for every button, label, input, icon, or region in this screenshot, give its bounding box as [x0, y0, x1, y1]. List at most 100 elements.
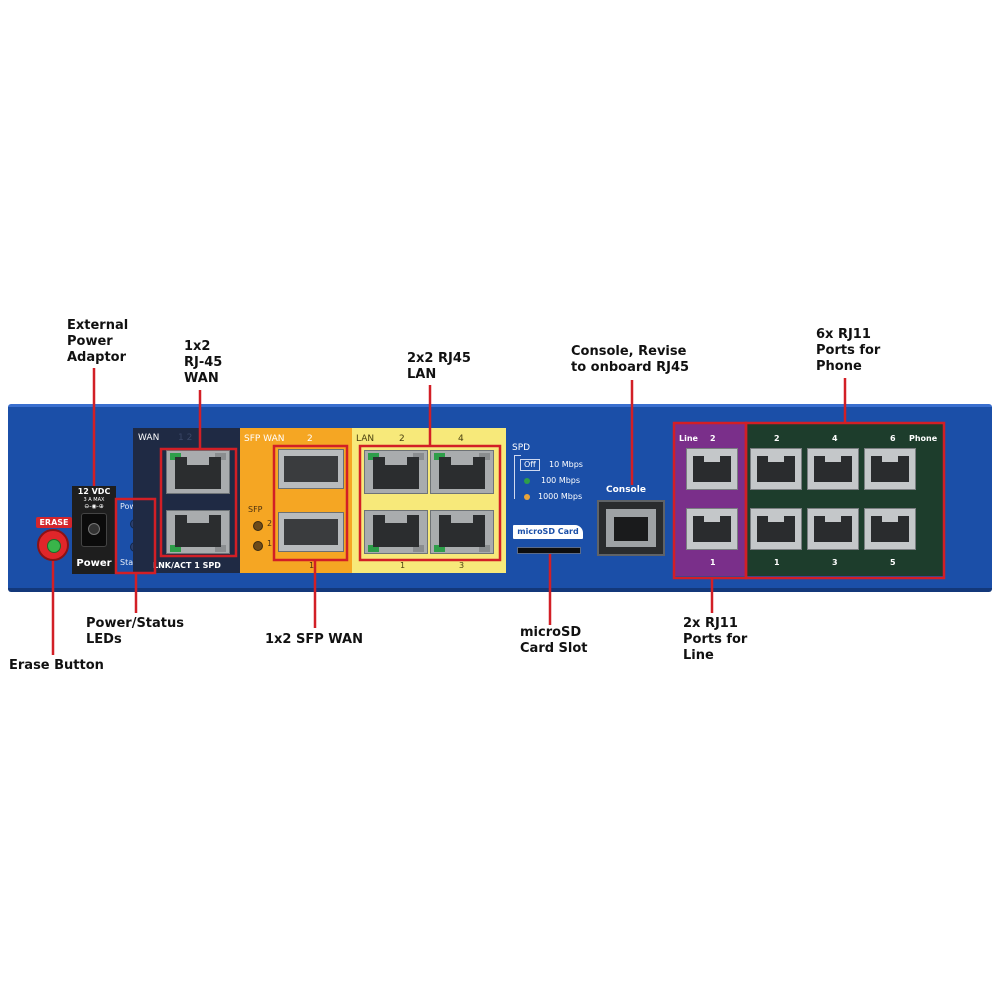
sfp-bottom-label: 1 — [309, 561, 315, 570]
phone-rj11-1[interactable] — [750, 508, 802, 550]
lan-rj45-1[interactable] — [364, 510, 428, 554]
phone-rj11-6[interactable] — [864, 448, 916, 490]
speed-led-icon — [479, 545, 490, 552]
rj45-socket-inner — [614, 517, 648, 541]
link-led-icon — [170, 545, 181, 552]
microsd-card-icon: microSD Card — [513, 525, 583, 539]
lan-title: LAN — [356, 434, 375, 444]
line-rj11-1[interactable] — [686, 508, 738, 550]
phone-rj11-3[interactable] — [807, 508, 859, 550]
callout-microsd: microSD Card Slot — [520, 625, 588, 656]
lan-label-3: 3 — [459, 561, 465, 570]
phone-label-3: 3 — [832, 558, 838, 567]
link-led-icon — [368, 545, 379, 552]
phone-rj11-5[interactable] — [864, 508, 916, 550]
callout-phone: 6x RJ11 Ports for Phone — [816, 327, 881, 374]
sfp-highlight-box — [272, 444, 349, 562]
rj11-socket — [871, 454, 909, 482]
line-label-2: 2 — [710, 434, 716, 443]
sfp-side-label: SFP — [248, 505, 263, 514]
sfp-port-bottom[interactable] — [278, 512, 344, 552]
wan-title: WAN — [138, 433, 160, 443]
speed-led-icon — [215, 545, 226, 552]
lan-rj45-3[interactable] — [430, 510, 494, 554]
erase-button[interactable] — [37, 529, 69, 561]
console-label: Console — [606, 485, 646, 495]
speed-led-icon — [215, 453, 226, 460]
phone-label-1: 1 — [774, 558, 780, 567]
callout-sfp: 1x2 SFP WAN — [265, 632, 363, 647]
spd-100-label: 100 Mbps — [541, 476, 581, 485]
rj45-socket — [373, 455, 419, 489]
callout-wan: 1x2 RJ-45 WAN — [184, 339, 223, 386]
led-orange-icon — [524, 494, 530, 500]
spd-off-badge: Off — [520, 459, 540, 471]
power-jack-plate: 12 VDC 3 A MAX ⊖-◉-⊕ Power — [72, 486, 116, 574]
rj45-socket — [606, 509, 656, 547]
phone-rj11-4[interactable] — [807, 448, 859, 490]
phone-rj11-2[interactable] — [750, 448, 802, 490]
link-led-icon — [434, 545, 445, 552]
led-highlight-box — [114, 497, 157, 575]
rj45-socket — [439, 455, 485, 489]
phone-label-2: 2 — [774, 434, 780, 443]
callout-leds: Power/Status LEDs — [86, 616, 185, 647]
rj11-socket — [814, 454, 852, 482]
line-label-1: 1 — [710, 558, 716, 567]
sfp-port2-label: 2 — [307, 434, 313, 444]
speed-led-icon — [413, 453, 424, 460]
sfp-led-2-label: 2 — [267, 519, 273, 528]
callout-console: Console, Revise to onboard RJ45 — [571, 344, 690, 375]
polarity-icon: ⊖-◉-⊕ — [84, 503, 104, 510]
volt-label: 12 VDC — [77, 487, 111, 496]
callout-line: 2x RJ11 Ports for Line — [683, 616, 748, 663]
lan-rj45-2[interactable] — [364, 450, 428, 494]
phone-label-6: 6 — [890, 434, 896, 443]
speed-led-icon — [413, 545, 424, 552]
phone-title: Phone — [909, 434, 938, 443]
rj11-socket — [757, 454, 795, 482]
rj11-socket — [871, 514, 909, 542]
wan-bottom-label: LNK/ACT 1 SPD — [153, 561, 221, 570]
wan-rj45-top[interactable] — [166, 450, 230, 494]
link-led-icon — [434, 453, 445, 460]
sfp-cage — [284, 519, 338, 545]
lan-label-4: 4 — [458, 434, 464, 444]
spd-bracket — [514, 455, 521, 499]
led-green-icon — [524, 478, 530, 484]
sfp-led-1-label: 1 — [267, 539, 273, 548]
link-led-icon — [170, 453, 181, 460]
power-jack-label: Power — [76, 558, 112, 569]
line-rj11-2[interactable] — [686, 448, 738, 490]
rj11-socket — [814, 514, 852, 542]
sfp-title: SFP WAN — [244, 434, 285, 444]
lan-label-2: 2 — [399, 434, 405, 444]
speed-led-icon — [479, 453, 490, 460]
sfp-cage — [284, 456, 338, 482]
spd-title: SPD — [512, 443, 531, 453]
power-jack[interactable] — [81, 513, 107, 547]
rj45-socket — [373, 513, 419, 547]
callout-erase: Erase Button — [9, 658, 104, 673]
wan-highlight-box — [159, 447, 238, 558]
lan-label-1: 1 — [400, 561, 406, 570]
line-title: Line — [679, 434, 698, 443]
microsd-slot[interactable] — [517, 547, 581, 554]
callout-lan: 2x2 RJ45 LAN — [407, 351, 471, 382]
erase-label: ERASE — [36, 517, 72, 528]
amps-label: 3 A MAX — [83, 497, 105, 503]
wan-rj45-bottom[interactable] — [166, 510, 230, 554]
link-led-icon — [368, 453, 379, 460]
sfp-port-top[interactable] — [278, 449, 344, 489]
erase-button-cap — [47, 539, 61, 553]
phone-label-5: 5 — [890, 558, 896, 567]
rj11-socket — [693, 454, 731, 482]
rj11-socket — [693, 514, 731, 542]
wan-port-numbers: 1 2 — [178, 433, 193, 443]
spd-10-label: 10 Mbps — [549, 460, 583, 469]
lan-rj45-4[interactable] — [430, 450, 494, 494]
power-jack-pin — [88, 523, 100, 535]
spd-1000-label: 1000 Mbps — [538, 492, 583, 501]
console-port[interactable] — [597, 500, 665, 556]
